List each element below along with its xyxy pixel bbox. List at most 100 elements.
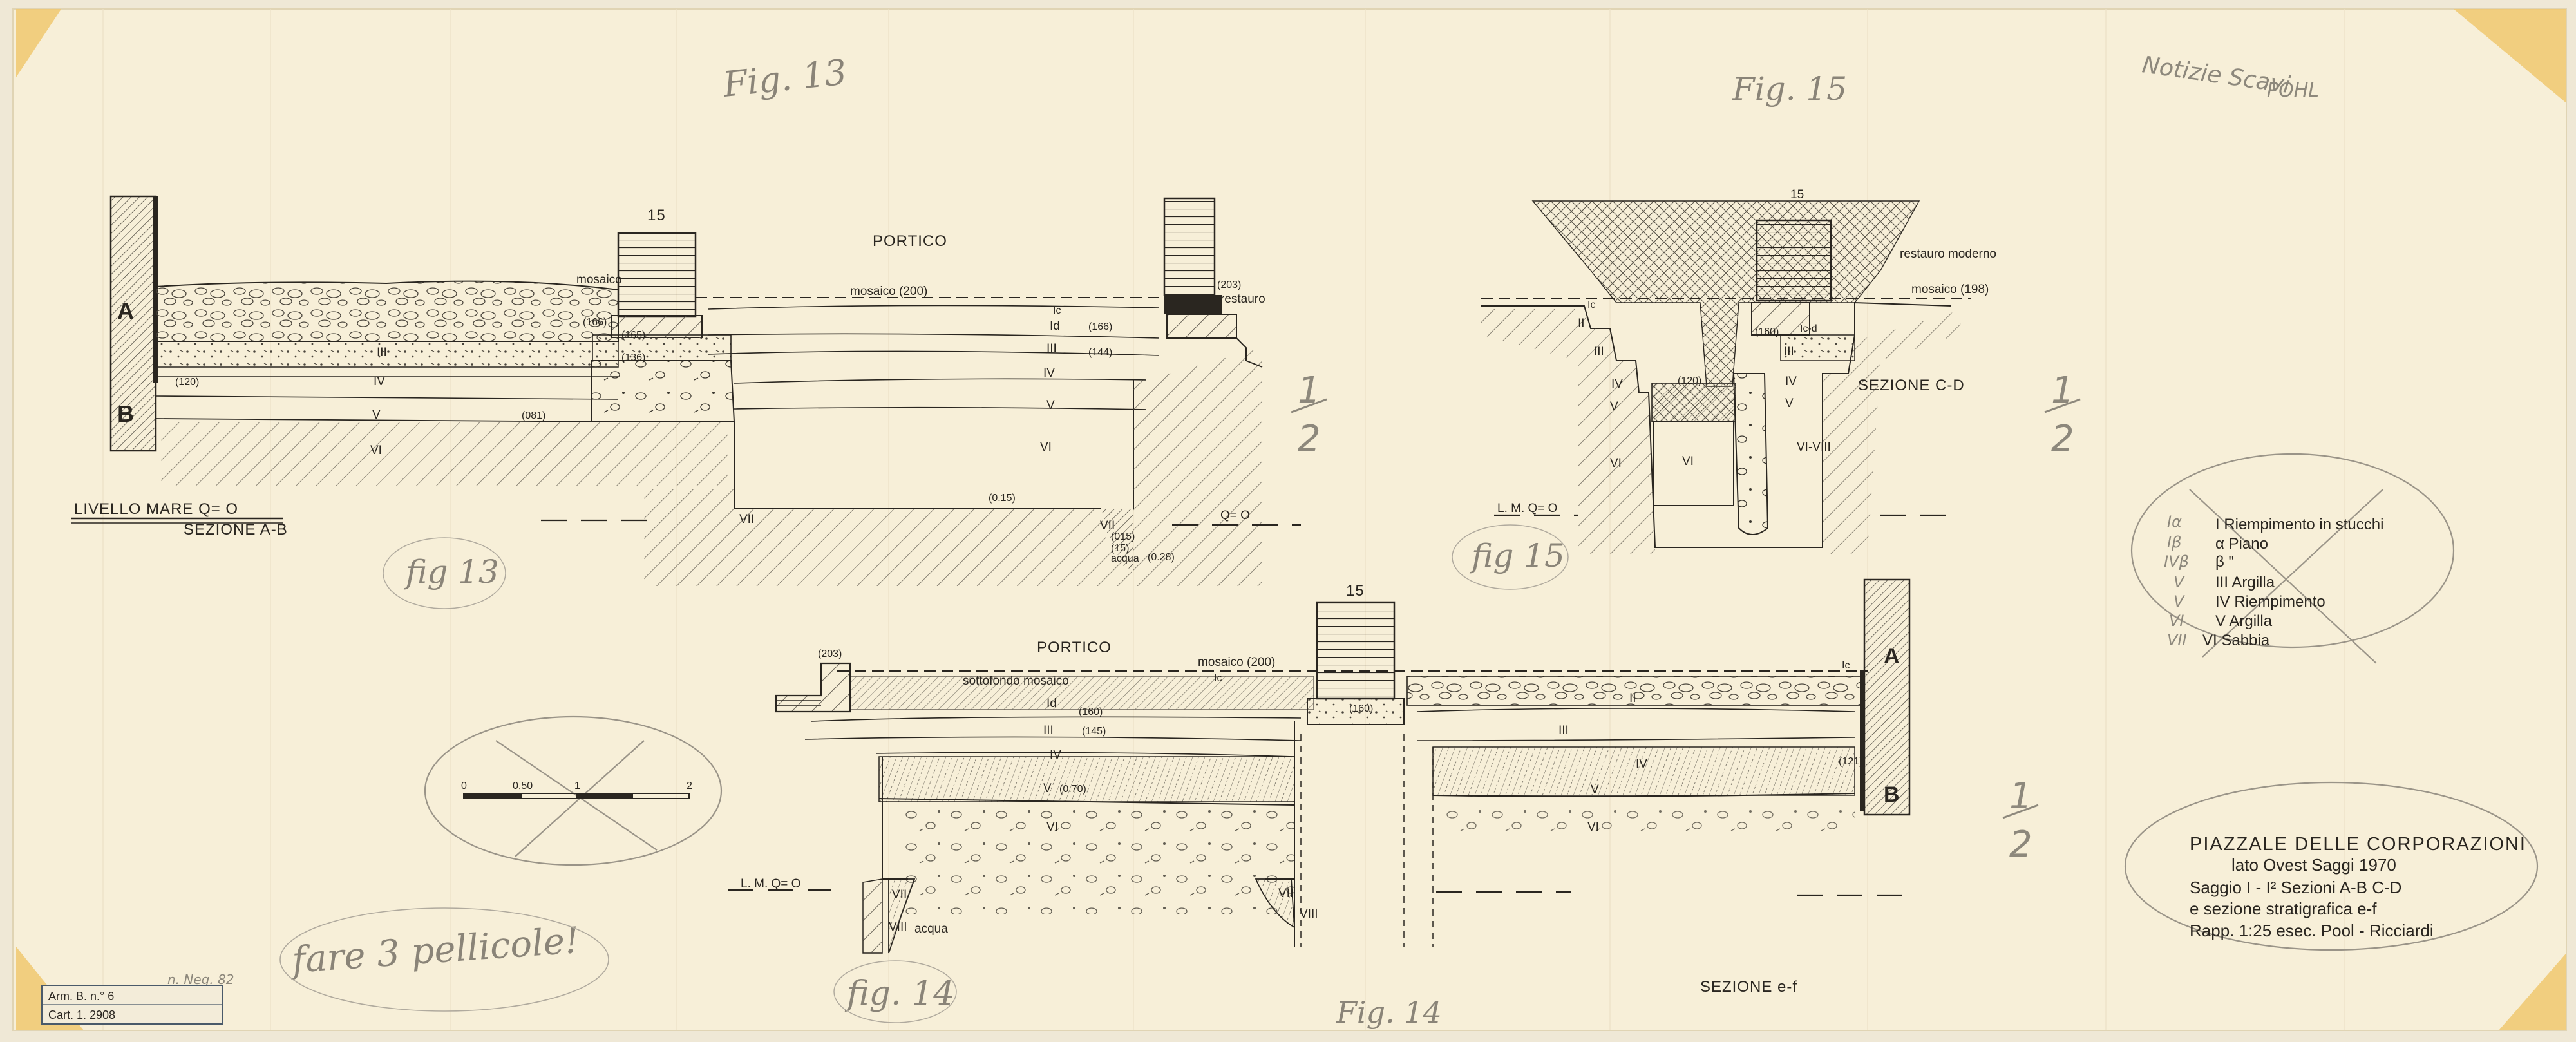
elev-120-ab: (120) [175, 377, 199, 388]
sea-level-label: LIVELLO MARE Q= O [74, 500, 238, 518]
title-line-1: PIAZZALE DELLE CORPORAZIONI [2190, 834, 2526, 855]
layer-v-b-ab: V [1046, 399, 1055, 412]
elev-203-ab: (203) [1217, 279, 1241, 290]
pillar-15-ab [617, 232, 697, 318]
layer-iv-b-ab: IV [1043, 366, 1055, 380]
layer-ic-ef: Ic [1214, 673, 1222, 684]
pillar-15-cd [1756, 219, 1832, 302]
fig14-bottom: fig. 14 [844, 974, 954, 1013]
legend-pencil-oval [2130, 453, 2455, 649]
layer-iv-cd: IV [1611, 377, 1623, 391]
marker-a-ef: A [1884, 644, 1900, 668]
layer-vi-ab: VI [370, 444, 382, 457]
layer-iii-cd: III [1594, 345, 1604, 359]
layer-vi-ef: VI [1046, 820, 1058, 834]
fig13-mid: fig 13 [403, 553, 499, 591]
layer-icd-cd: Ic-d [1800, 323, 1817, 334]
title-line-4: e sezione stratigrafica e-f [2190, 899, 2377, 918]
section-cd-labels: 15 restauro moderno mosaico (198) SEZION… [1497, 188, 1996, 515]
layer-ic-ab: Ic [1053, 305, 1061, 316]
title-pencil-oval [2124, 781, 2539, 951]
restauro-moderno: restauro moderno [1900, 247, 1996, 261]
layer-vii-ab: VII [739, 513, 754, 526]
portico-ab: PORTICO [873, 232, 947, 250]
elev-160-cd: (160) [1755, 327, 1779, 337]
mosaico-198: mosaico (198) [1911, 283, 1989, 296]
fraction-1: 1 2 [1291, 370, 1327, 460]
section-ef [728, 578, 1911, 954]
layer-vii-ef: VII [892, 888, 907, 902]
elev-160-ef: (160) [1079, 706, 1103, 717]
section-ef-title: SEZIONE e-f [1700, 978, 1797, 996]
title-line-5: Rapp. 1:25 esec. Pool - Ricciardi [2190, 921, 2434, 940]
layer-ii-cd: II [1578, 317, 1585, 330]
sottofondo-ef: sottofondo mosaico [963, 674, 1069, 688]
legend-item-2: α Piano [2215, 535, 2268, 553]
legend-side-2: Iβ [2167, 533, 2181, 551]
layer-viii-ef: VIII [889, 920, 907, 934]
layer-iii-b-ef: III [1558, 724, 1569, 737]
layer-ic-cd: Ic [1587, 299, 1595, 310]
layer-vi-b-ef: VI [1587, 820, 1599, 834]
layer-viii-b-ef: VIII [1300, 907, 1318, 921]
elev-145-ef: (145) [1082, 726, 1106, 737]
elev-203-ef: (203) [818, 649, 842, 659]
elev-166b-ab: (166) [1088, 321, 1112, 332]
q0-ab: Q= O [1220, 509, 1250, 522]
legend-side-3: IVβ [2164, 553, 2189, 571]
pillar-right-ab [1163, 197, 1216, 296]
elev-015b-ab: (015) [1111, 531, 1135, 542]
elev-120-cd: (120) [1678, 375, 1701, 386]
marker-b-ab: B [117, 401, 134, 427]
title-block: PIAZZALE DELLE CORPORAZIONI lato Ovest S… [2124, 781, 2539, 951]
layer-iv-ab: IV [374, 375, 385, 388]
elev-121-ef: (121) [1839, 756, 1862, 767]
legend-item-6: V Argilla [2215, 612, 2273, 630]
svg-text:1: 1 [1298, 370, 1321, 412]
scale-bar: 0 0,50 1 2 [424, 715, 723, 866]
layer-ii-ef: II [1629, 692, 1636, 705]
wall-a-b-ef [1863, 578, 1911, 816]
layer-id-ab: Id [1050, 319, 1060, 333]
elev-081-ab: (081) [522, 410, 545, 421]
wall-a-b [109, 195, 157, 452]
legend-item-3: β " [2215, 553, 2234, 571]
fig15-mid: fig 15 [1469, 537, 1565, 574]
num-15-cd: 15 [1790, 188, 1804, 202]
layer-iii-b-cd: III [1784, 345, 1794, 359]
section-ab [71, 195, 1301, 586]
scale-label-0: 0 [461, 781, 467, 791]
legend-side-6: VI [2169, 612, 2184, 630]
layer-v-ef: V [1043, 782, 1052, 795]
archive-line-2: Cart. 1. 2908 [48, 1009, 115, 1021]
scale-label-2: 2 [687, 781, 692, 791]
legend-item-7: VI Sabbia [2202, 632, 2270, 649]
scale-pencil-oval [424, 715, 723, 866]
scale-label-050: 0,50 [513, 781, 533, 791]
archive-line-1: Arm. B. n.° 6 [48, 990, 114, 1003]
acqua-ef: acqua [914, 922, 948, 936]
layer-iv-ef: IV [1050, 748, 1061, 762]
acqua-ab: acqua [1111, 553, 1139, 564]
fig14-foot: Fig. 14 [1336, 995, 1442, 1030]
layer-vii-b-ef: VII [1278, 887, 1293, 900]
svg-text:2: 2 [2009, 824, 2032, 866]
legend-item-5: IV Riempimento [2215, 593, 2325, 611]
layer-v-cd: V [1610, 400, 1618, 413]
layer-ic-b-ef: Ic [1842, 660, 1850, 671]
elev-165-ab: (165) [621, 330, 645, 341]
portico-ef: PORTICO [1037, 639, 1112, 656]
layer-id-ef: Id [1046, 697, 1057, 710]
layer-vi-viii-cd: VI-VIII [1797, 440, 1831, 454]
legend-side-4: V [2174, 573, 2185, 591]
fraction-2: 1 2 [2044, 370, 2081, 460]
legend-item-4: III Argilla [2215, 574, 2275, 591]
lm-cd: L. M. Q= O [1497, 502, 1557, 515]
layer-v-b-ef: V [1591, 783, 1599, 797]
pohl: POHL [2267, 79, 2319, 102]
title-line-3: Saggio I - I² Sezioni A-B C-D [2190, 878, 2401, 897]
legend-side-7: VII [2167, 631, 2187, 649]
layer-iii-ef: III [1043, 724, 1054, 737]
elev-015-ab: (0.15) [989, 493, 1016, 504]
